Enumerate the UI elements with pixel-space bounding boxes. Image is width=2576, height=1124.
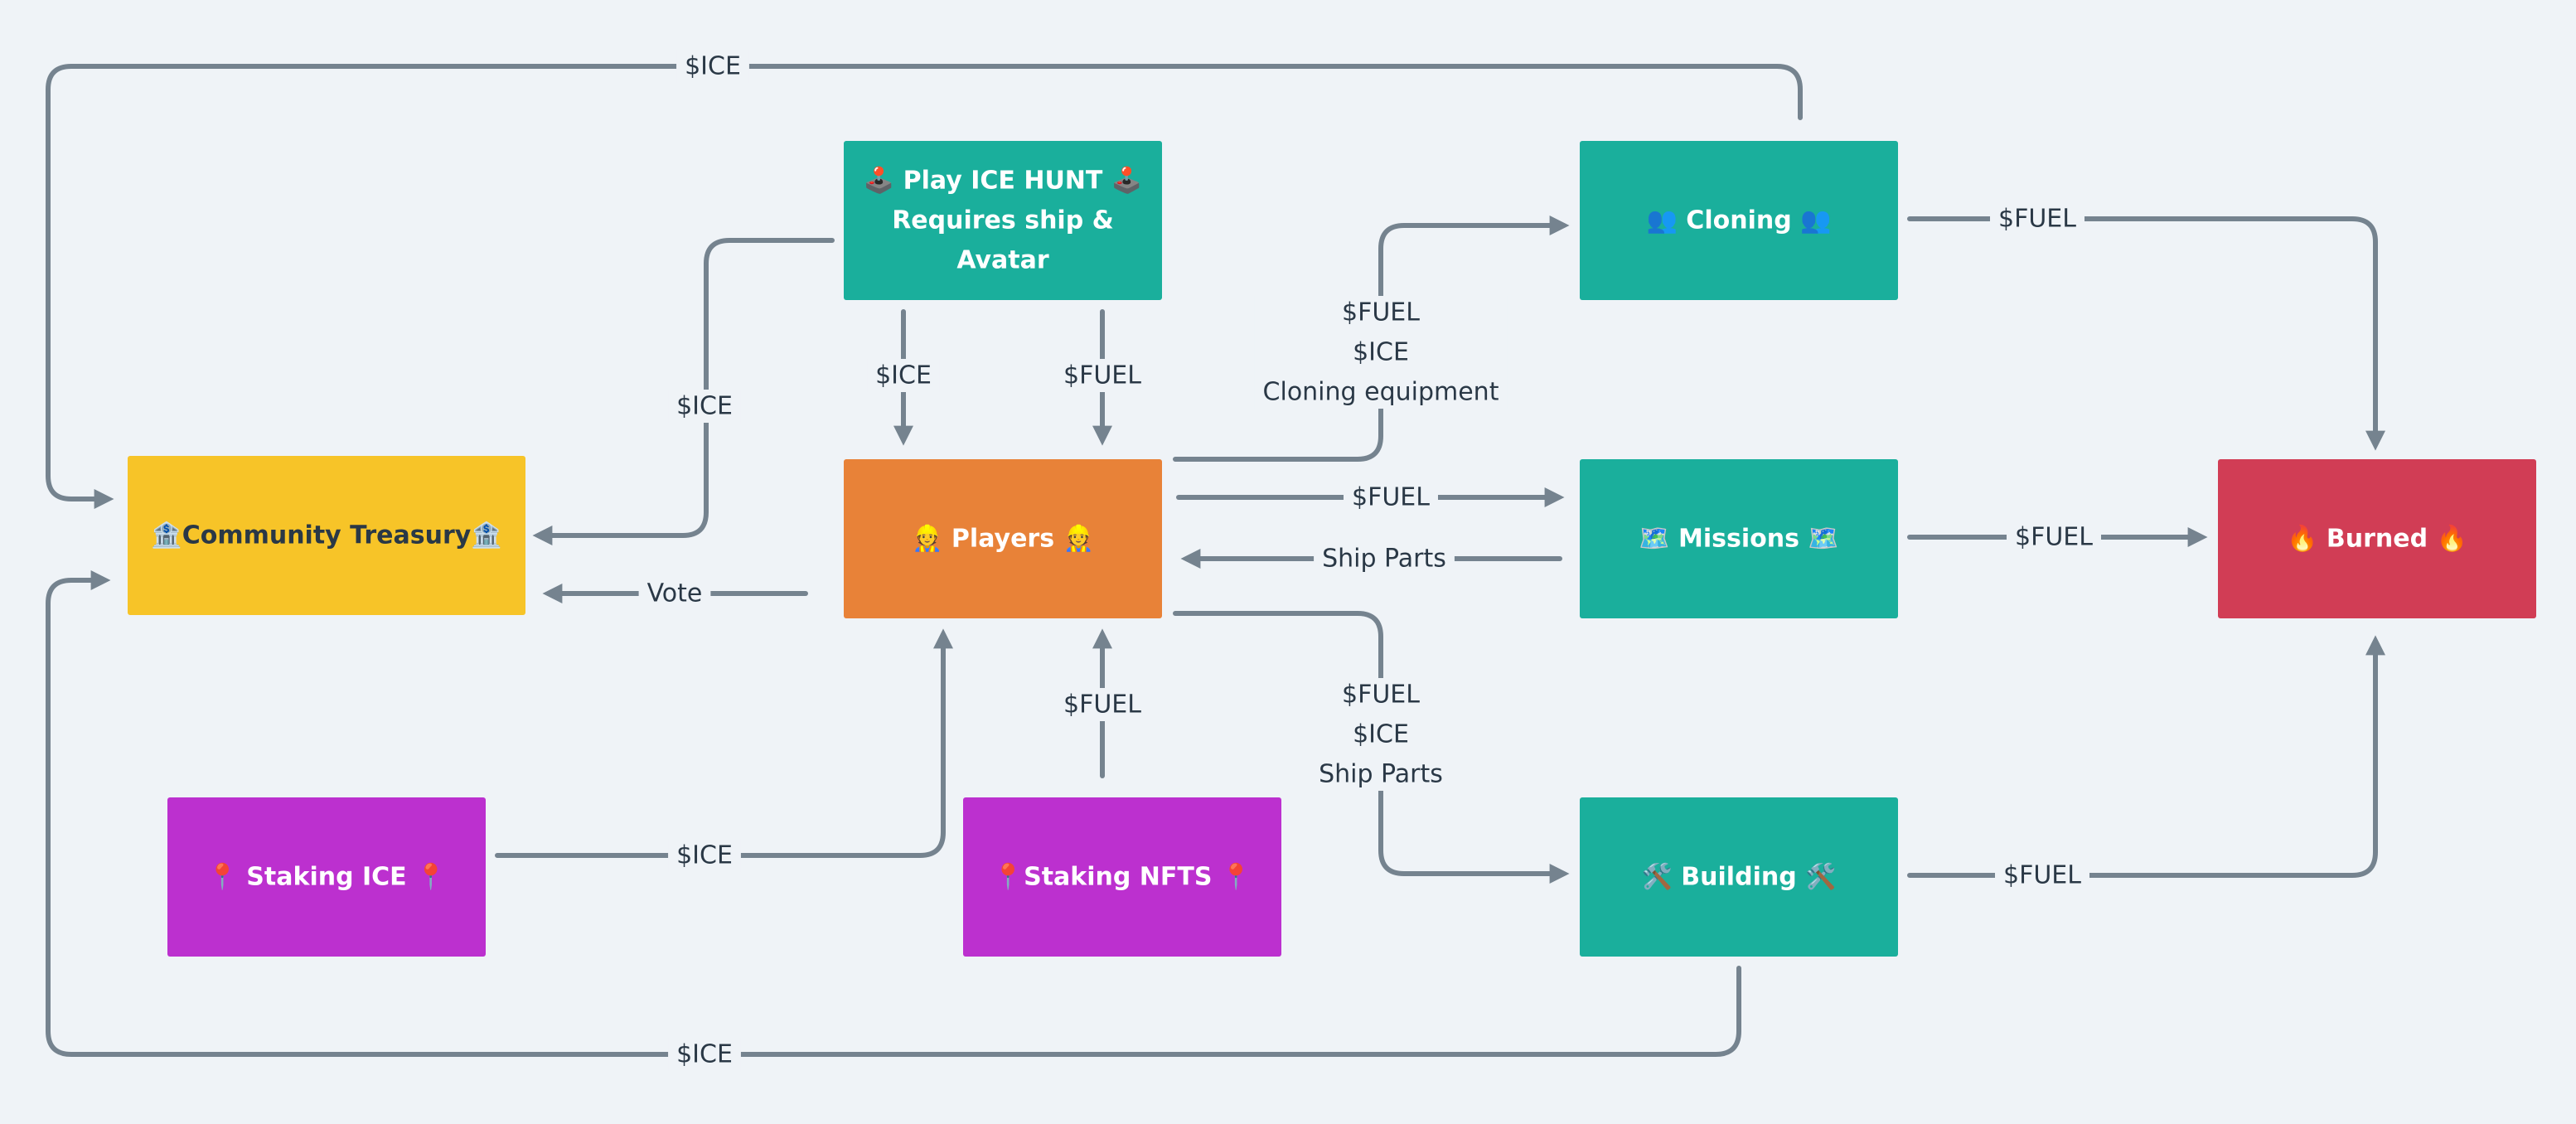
node-staking-nfts: 📍Staking NFTS 📍 bbox=[963, 797, 1281, 957]
node-missions-box bbox=[1580, 459, 1898, 618]
edge-play-to-treasury bbox=[532, 238, 835, 545]
node-staking-ice-label: 📍 Staking ICE 📍 bbox=[207, 862, 447, 892]
edge-staking-ice-to-players-label-bg bbox=[668, 839, 741, 872]
node-staking-nfts-box bbox=[963, 797, 1281, 957]
edge-cloning-to-burned-label-line: $FUEL bbox=[1998, 205, 2076, 234]
edge-play-to-players-label-bg bbox=[1055, 359, 1150, 392]
edge-building-to-treasury-label: $ICE bbox=[668, 1038, 741, 1071]
edge-players-to-treasury-label: Vote bbox=[638, 577, 711, 610]
node-players: 👷 Players 👷 bbox=[844, 459, 1162, 618]
edge-play-to-treasury-label-line: $ICE bbox=[676, 392, 733, 421]
edge-players-to-cloning-label-line: Cloning equipment bbox=[1263, 378, 1499, 407]
edge-players-to-cloning-label: $FUEL $ICE Cloning equipment bbox=[1254, 296, 1508, 409]
edge-missions-to-burned-label-bg bbox=[2007, 521, 2101, 554]
edge-cloning-to-treasury-label-bg bbox=[676, 50, 749, 83]
edge-building-to-treasury-label-bg bbox=[668, 1038, 741, 1071]
edge-missions-to-players-label-bg bbox=[1314, 542, 1455, 575]
edge-staking-ice-to-players-label-line: $ICE bbox=[676, 841, 733, 870]
node-play-label: 🕹️ Play ICE HUNT 🕹️ bbox=[864, 166, 1142, 196]
edge-staking-nfts-to-players-label-line: $FUEL bbox=[1063, 690, 1141, 719]
edge-play-to-players-label-line: $FUEL bbox=[1063, 361, 1141, 390]
edge-play-to-treasury-label: $ICE bbox=[668, 390, 741, 423]
edge-cloning-to-treasury-label: $ICE bbox=[676, 50, 749, 83]
edge-players-to-building-label-line: $FUEL bbox=[1342, 681, 1420, 710]
node-treasury: 🏦Community Treasury🏦 bbox=[128, 456, 525, 615]
edge-missions-to-players-label-line: Ship Parts bbox=[1322, 545, 1446, 574]
edge-players-to-treasury-label-bg bbox=[638, 577, 711, 610]
edge-building-to-treasury-label-line: $ICE bbox=[676, 1040, 733, 1069]
node-treasury-label: 🏦Community Treasury🏦 bbox=[151, 521, 501, 550]
edge-play-to-players-label-bg bbox=[867, 359, 940, 392]
edge-building-to-burned-label: $FUEL bbox=[1995, 859, 2089, 892]
node-burned-label: 🔥 Burned 🔥 bbox=[2287, 524, 2467, 554]
node-building-box bbox=[1580, 797, 1898, 957]
edge-cloning-to-burned bbox=[1907, 216, 2385, 451]
node-treasury-box bbox=[128, 456, 525, 615]
edge-players-to-building-label: $FUEL $ICE Ship Parts bbox=[1310, 678, 1451, 791]
edge-building-to-burned-label-line: $FUEL bbox=[2003, 861, 2081, 890]
edge-players-to-missions-label-bg bbox=[1344, 481, 1438, 514]
edge-play-to-players-label: $ICE bbox=[867, 359, 940, 392]
node-players-label: 👷 Players 👷 bbox=[912, 524, 1094, 554]
edge-players-to-treasury-label-line: Vote bbox=[647, 579, 703, 608]
edge-players-to-building-label-line: Ship Parts bbox=[1319, 760, 1443, 789]
edge-cloning-to-treasury bbox=[46, 64, 1803, 509]
node-cloning-box bbox=[1580, 141, 1898, 300]
edge-missions-to-burned-label-line: $FUEL bbox=[2015, 523, 2093, 552]
edge-players-to-building-label-bg bbox=[1310, 678, 1451, 791]
edge-cloning-to-burned-label: $FUEL bbox=[1990, 202, 2085, 235]
node-burned-box bbox=[2218, 459, 2536, 618]
edge-players-to-missions-label-line: $FUEL bbox=[1352, 483, 1430, 512]
node-players-box bbox=[844, 459, 1162, 618]
edge-staking-nfts-to-players-label-bg bbox=[1055, 688, 1150, 721]
edge-missions-to-burned-label: $FUEL bbox=[2007, 521, 2101, 554]
edge-play-to-players-label-line: $ICE bbox=[875, 361, 932, 390]
node-play-label: Requires ship & bbox=[892, 206, 1114, 235]
node-staking-ice-box bbox=[167, 797, 486, 957]
node-play-box bbox=[844, 141, 1162, 300]
node-burned: 🔥 Burned 🔥 bbox=[2218, 459, 2536, 618]
edge-players-to-cloning-label-line: $ICE bbox=[1353, 338, 1409, 367]
edge-players-to-missions-label: $FUEL bbox=[1344, 481, 1438, 514]
node-play: 🕹️ Play ICE HUNT 🕹️ Requires ship & Avatar bbox=[844, 141, 1162, 300]
node-staking-ice: 📍 Staking ICE 📍 bbox=[167, 797, 486, 957]
edge-building-to-burned-label-bg bbox=[1995, 859, 2089, 892]
node-missions-label: 🗺️ Missions 🗺️ bbox=[1639, 525, 1839, 554]
node-staking-nfts-label: 📍Staking NFTS 📍 bbox=[993, 862, 1252, 892]
node-cloning: 👥 Cloning 👥 bbox=[1580, 141, 1898, 300]
edge-building-to-treasury bbox=[46, 570, 1741, 1057]
edge-cloning-to-treasury-label-line: $ICE bbox=[685, 52, 741, 81]
node-building-label: 🛠️ Building 🛠️ bbox=[1642, 861, 1837, 892]
node-building: 🛠️ Building 🛠️ bbox=[1580, 797, 1898, 957]
node-cloning-label: 👥 Cloning 👥 bbox=[1647, 206, 1832, 235]
edge-missions-to-players-label: Ship Parts bbox=[1314, 542, 1455, 575]
edge-staking-nfts-to-players-label: $FUEL bbox=[1055, 688, 1150, 721]
node-missions: 🗺️ Missions 🗺️ bbox=[1580, 459, 1898, 618]
edge-play-to-treasury-label-bg bbox=[668, 390, 741, 423]
node-play-label: Avatar bbox=[956, 246, 1049, 275]
edge-cloning-to-burned-label-bg bbox=[1990, 202, 2085, 235]
edge-players-to-cloning-label-bg bbox=[1254, 296, 1508, 409]
edge-building-to-burned bbox=[1907, 635, 2385, 878]
edge-staking-ice-to-players bbox=[495, 628, 953, 858]
edge-staking-ice-to-players-label: $ICE bbox=[668, 839, 741, 872]
edge-players-to-cloning-label-line: $FUEL bbox=[1342, 298, 1420, 327]
edge-players-to-building-label-line: $ICE bbox=[1353, 720, 1409, 749]
edge-play-to-players-label: $FUEL bbox=[1055, 359, 1150, 392]
